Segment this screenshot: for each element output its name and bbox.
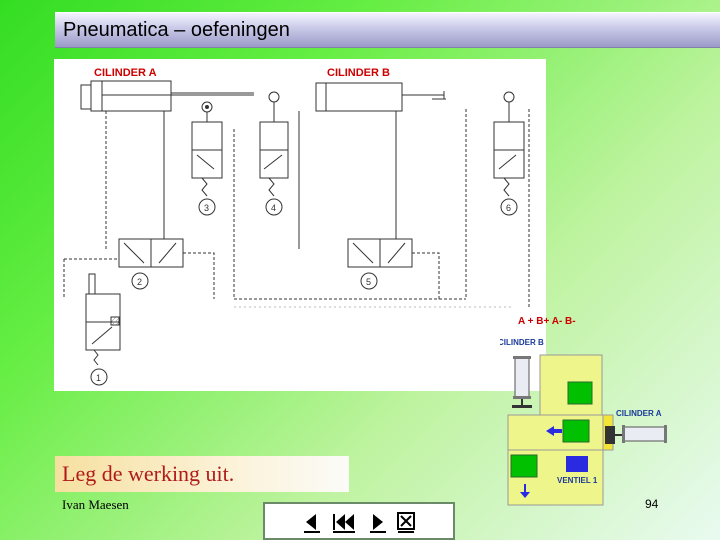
valve-3-number: 3 [204, 203, 209, 213]
ventiel-1-actuator [566, 456, 588, 472]
cylinder-a [80, 80, 254, 249]
first-slide-button[interactable] [331, 510, 357, 534]
next-icon [370, 514, 386, 533]
start-valve-1 [63, 259, 121, 386]
next-slide-button[interactable] [367, 510, 389, 534]
valve-indicator-center [562, 419, 590, 443]
flow-arrow-left-icon [546, 426, 562, 436]
roller-valve-4 [233, 91, 289, 299]
author-name: Ivan Maesen [62, 497, 129, 512]
roller-valve-3 [191, 101, 223, 216]
cylinder-b-anim-label: CILINDER B [500, 338, 544, 347]
pneumatic-schematic: CILINDER A CILINDER B [54, 59, 546, 391]
caption-box: Leg de werking uit. [55, 456, 349, 492]
cylinder-b [298, 82, 446, 249]
sequence-label: A + B+ A- B- [518, 316, 576, 327]
cylinder-a-anim-label: CILINDER A [616, 409, 662, 418]
main-valve-2 [64, 238, 215, 299]
animation-panel: A + B+ A- B- CILINDER B CILINDER A [498, 312, 720, 512]
valve-1-number: 1 [96, 373, 101, 383]
page-number: 94 [645, 497, 659, 511]
previous-icon [304, 514, 320, 533]
cylinder-a-label: CILINDER A [94, 67, 157, 79]
valve-5-number: 5 [366, 277, 371, 287]
valve-indicator-green [567, 381, 593, 405]
first-icon [333, 514, 355, 533]
slide-navigation [263, 502, 455, 540]
main-valve-5 [234, 238, 466, 300]
ventiel-1-label: VENTIEL 1 [557, 476, 598, 485]
animation-svg: A + B+ A- B- CILINDER B CILINDER A [498, 316, 667, 506]
cylinder-a-anim [605, 425, 667, 444]
title-bar: Pneumatica – oefeningen [55, 12, 720, 48]
valve-4-number: 4 [271, 203, 276, 213]
cylinder-b-anim [512, 356, 532, 408]
caption-text: Leg de werking uit. [62, 461, 235, 486]
valve-indicator-lower [510, 454, 538, 478]
flow-arrow-down-icon [520, 484, 530, 498]
slide-title: Pneumatica – oefeningen [63, 19, 290, 41]
close-icon [397, 512, 415, 533]
end-show-button[interactable] [395, 510, 417, 534]
cylinder-b-label: CILINDER B [327, 67, 390, 79]
schematic-svg: CILINDER A CILINDER B [63, 67, 530, 386]
valve-6-number: 6 [506, 203, 511, 213]
valve-2-number: 2 [137, 277, 142, 287]
previous-slide-button[interactable] [301, 510, 323, 534]
roller-valve-6 [465, 91, 530, 309]
